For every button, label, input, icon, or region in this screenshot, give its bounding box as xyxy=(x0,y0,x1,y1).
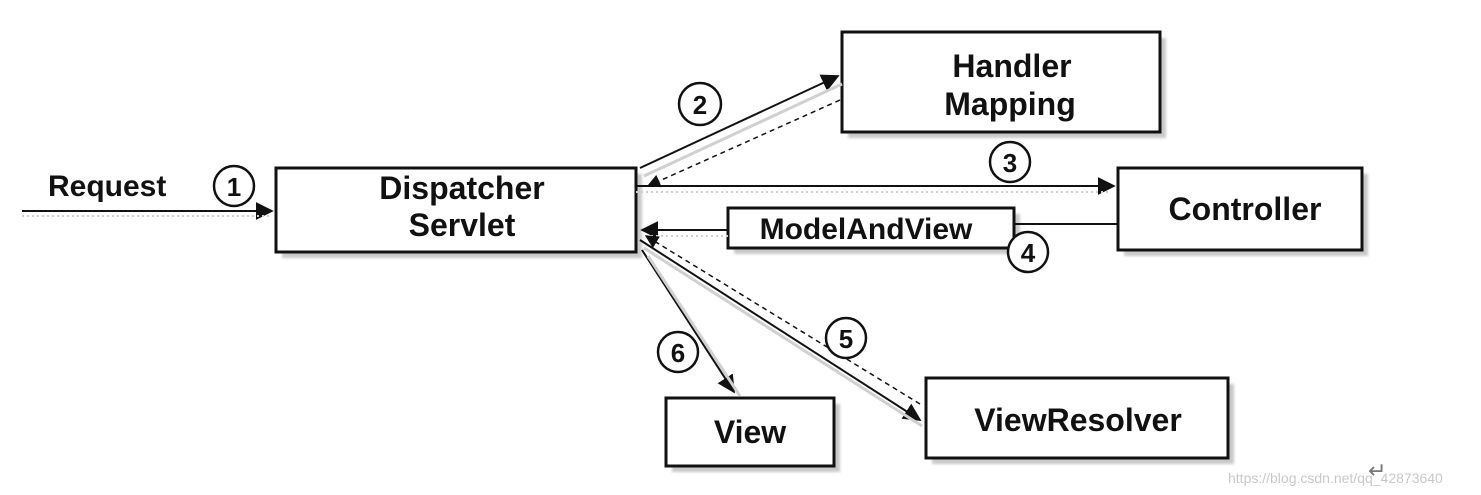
view-resolver-box: ViewResolver xyxy=(924,376,1234,464)
step-6-badge: 6 xyxy=(656,330,700,374)
view-label: View xyxy=(714,414,786,450)
model-and-view-label: ModelAndView xyxy=(760,213,973,246)
return-symbol: ↵ xyxy=(1368,459,1386,484)
step-2-number: 2 xyxy=(693,90,707,120)
step-2-badge: 2 xyxy=(677,81,723,127)
watermark: https://blog.csdn.net/qq_42873640 xyxy=(1228,470,1443,486)
step-1-badge: 1 xyxy=(212,164,256,208)
handler-request-arrow-shadow xyxy=(643,82,843,178)
step-4-badge: 4 xyxy=(1006,230,1050,274)
handler-label-line2: Mapping xyxy=(944,86,1076,122)
model-and-view-box: ModelAndView xyxy=(726,206,1020,254)
controller-label: Controller xyxy=(1169,191,1322,227)
step-5-badge: 5 xyxy=(824,316,868,360)
step-3-number: 3 xyxy=(1003,148,1017,178)
dispatcher-label-line2: Servlet xyxy=(409,207,516,243)
step-4-number: 4 xyxy=(1021,238,1036,268)
dispatcher-servlet-box: Dispatcher Servlet xyxy=(274,166,642,258)
handler-label-line1: Handler xyxy=(952,48,1071,84)
handler-request-arrow xyxy=(639,74,840,169)
step-5-number: 5 xyxy=(839,324,853,354)
view-resolver-label: ViewResolver xyxy=(974,402,1182,438)
step-1-number: 1 xyxy=(227,172,241,202)
step-3-badge: 3 xyxy=(988,140,1032,184)
dispatcher-label-line1: Dispatcher xyxy=(379,170,544,206)
step-6-number: 6 xyxy=(671,338,685,368)
handler-mapping-box: Handler Mapping xyxy=(840,30,1166,138)
request-label: Request xyxy=(48,170,166,203)
view-box: View xyxy=(664,396,840,472)
view-render-arrow-shadow xyxy=(646,255,742,397)
controller-box: Controller xyxy=(1116,166,1368,256)
view-render-arrow xyxy=(641,249,735,394)
handler-return-arrow xyxy=(646,99,841,188)
view-resolver-request-arrow xyxy=(639,239,922,421)
view-resolver-request-arrow-shadow xyxy=(643,246,923,428)
